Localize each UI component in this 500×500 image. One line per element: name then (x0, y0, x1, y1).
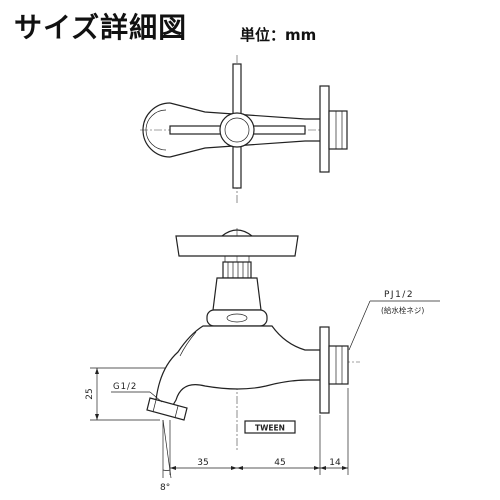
outlet-thread-label: G1/2 (113, 382, 137, 392)
dim-25: 25 (85, 388, 95, 399)
unit-label: 単位：mm (240, 26, 317, 44)
thread-callouts: PJ1/2 (給水栓ネジ) G1/2 (111, 290, 440, 403)
faucet-top-view (140, 55, 348, 205)
pipe-thread-note: (給水栓ネジ) (381, 305, 424, 315)
dimension-lines: 35 45 14 25 8° (85, 367, 349, 493)
dim-14: 14 (329, 458, 341, 468)
dim-35: 35 (197, 458, 208, 468)
page-title: サイズ詳細図 (14, 11, 188, 44)
logo-text: TWEEN (255, 424, 285, 433)
pipe-thread-label: PJ1/2 (384, 290, 414, 300)
faucet-side-view: TWEEN (146, 228, 360, 450)
dim-angle: 8° (160, 483, 170, 493)
dim-45: 45 (274, 458, 285, 468)
